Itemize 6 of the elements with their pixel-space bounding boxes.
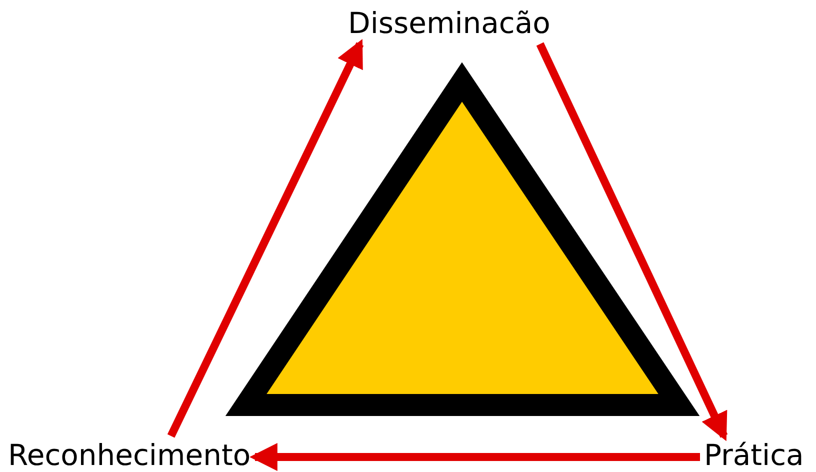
arrow — [536, 42, 728, 442]
corner-label: Prática — [704, 438, 804, 472]
corner-label: Reconhecimento — [8, 438, 251, 472]
arrow — [249, 443, 700, 471]
corner-label: Disseminacão — [348, 6, 550, 40]
arrow — [167, 38, 364, 438]
